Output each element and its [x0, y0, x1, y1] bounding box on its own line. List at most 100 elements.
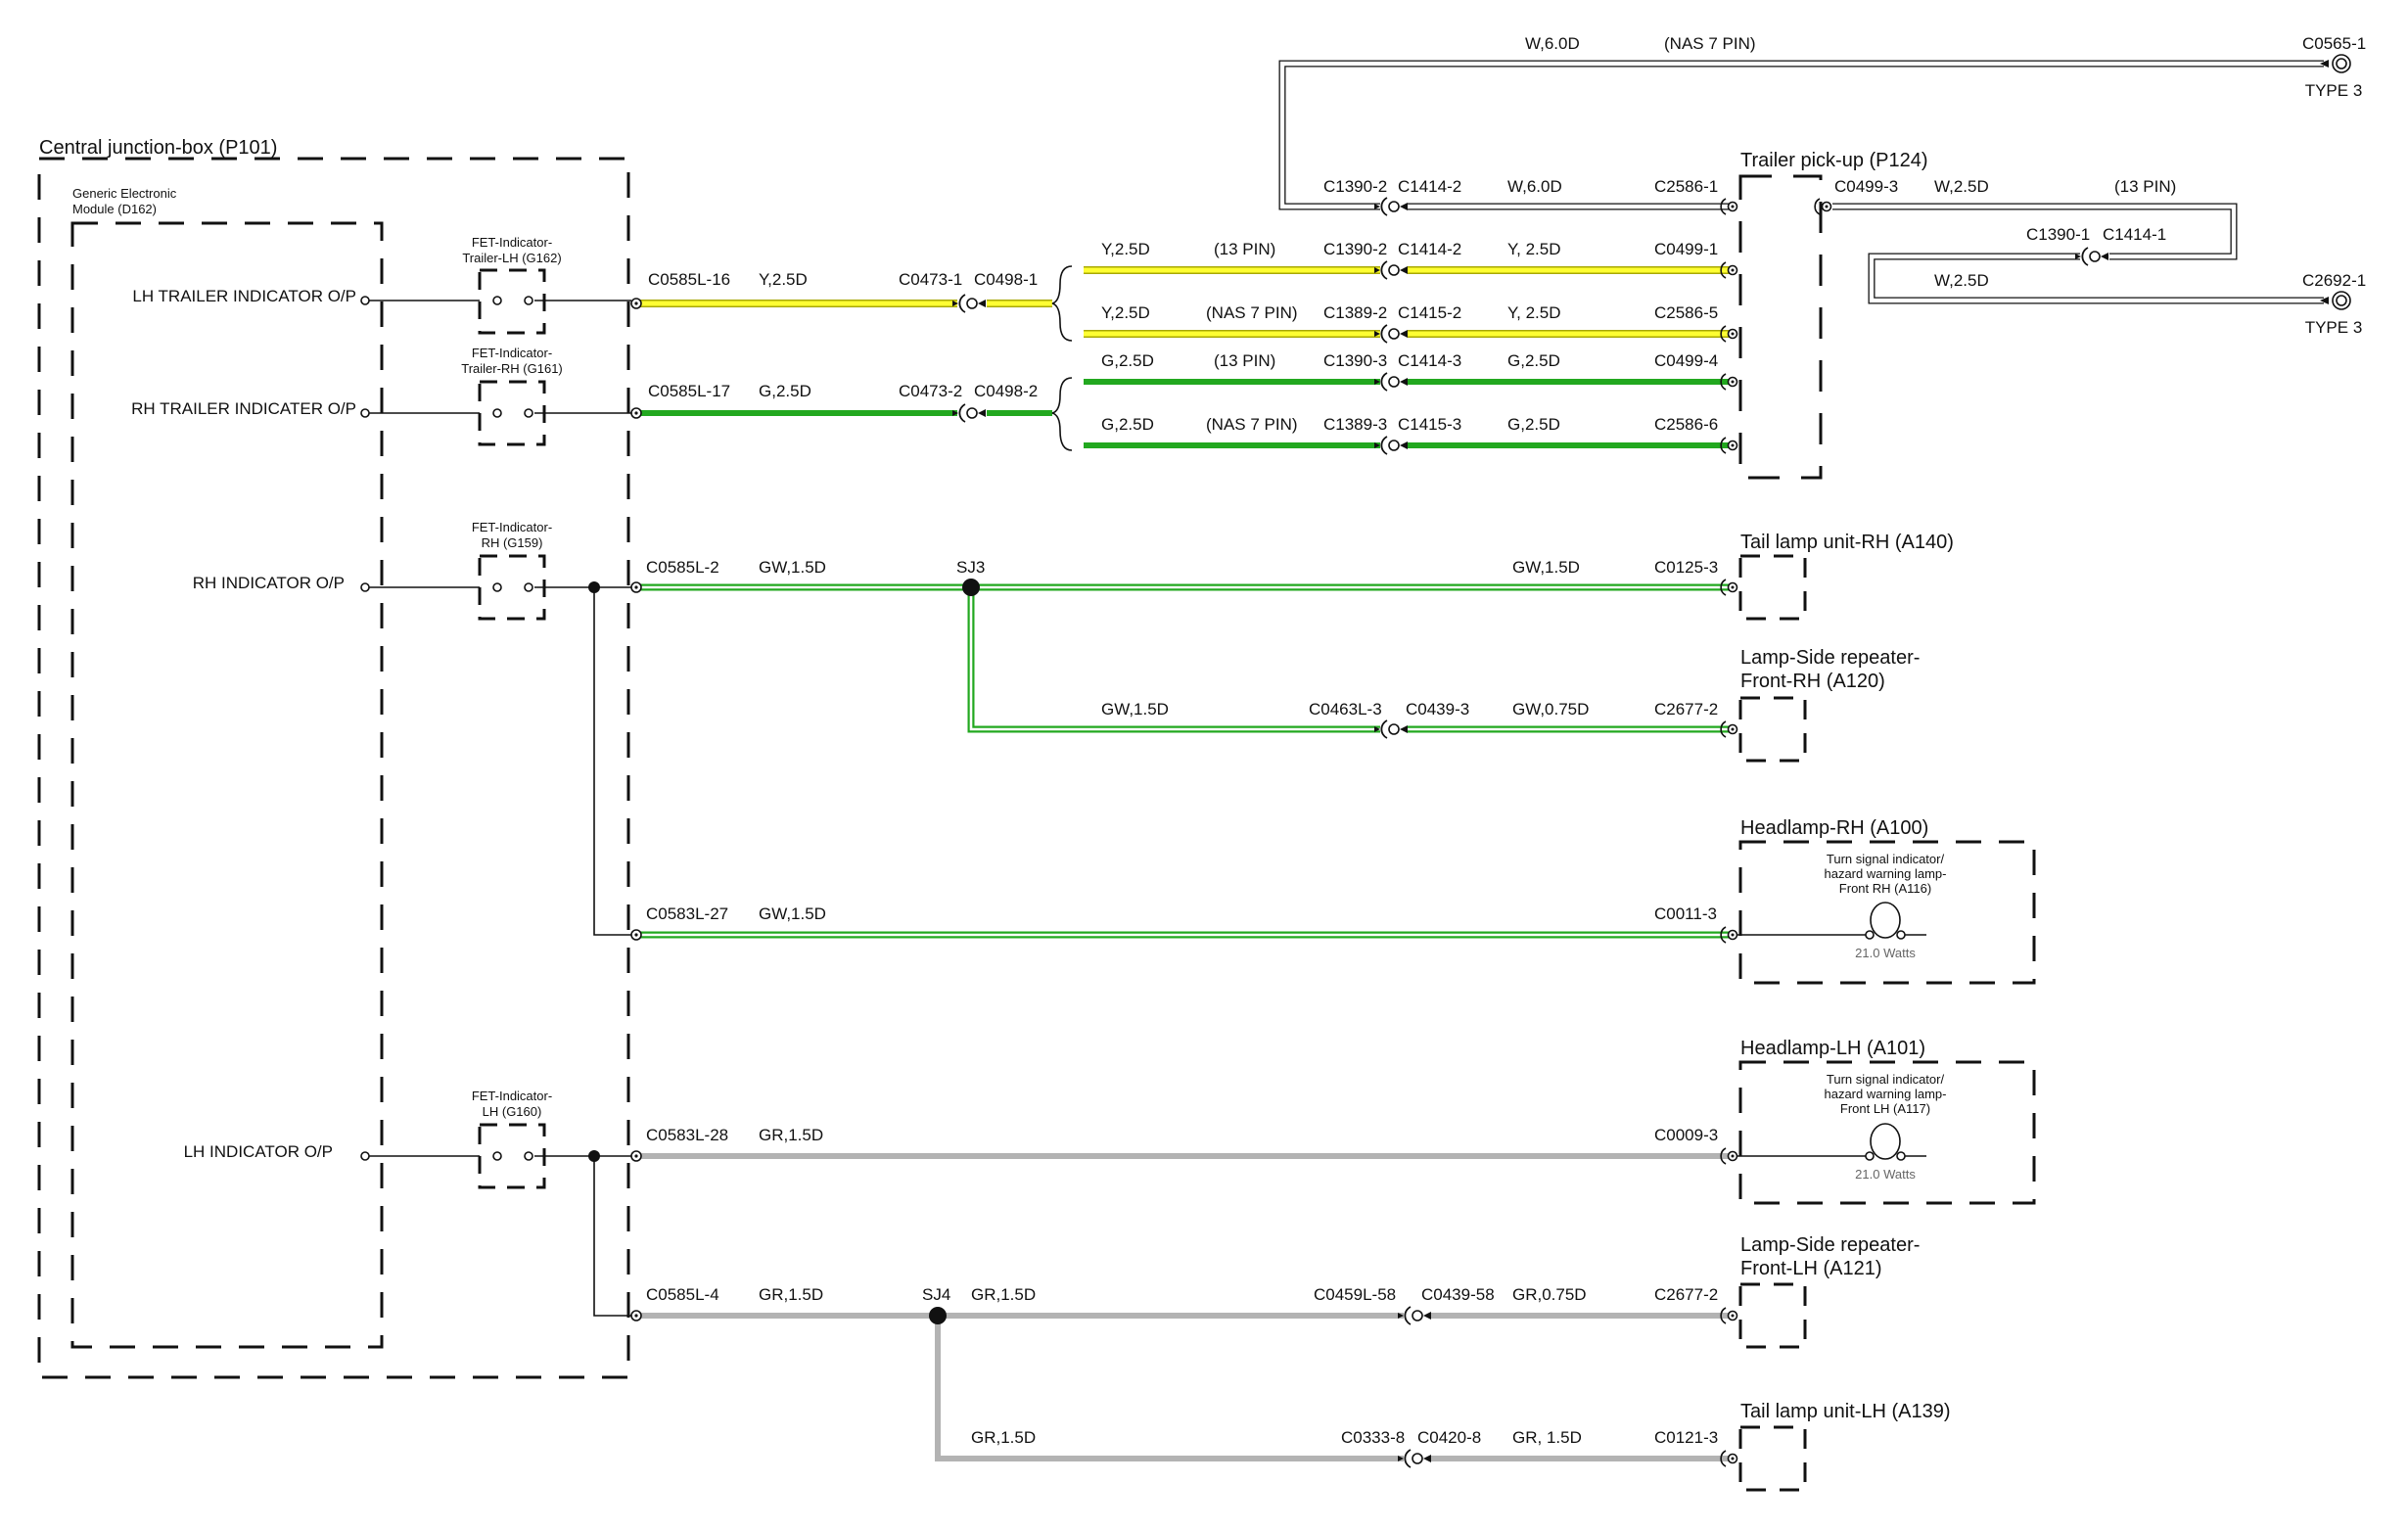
wire-label-gr15d-2: GR,1.5D	[759, 1285, 823, 1304]
wire-label-gr15d-5: GR, 1.5D	[1512, 1428, 1582, 1447]
conn-c1390-3: C1390-3	[1323, 351, 1387, 370]
tail-lamp-lh-title: Tail lamp unit-LH (A139)	[1740, 1401, 1951, 1422]
wire-label-gr15d-4: GR,1.5D	[971, 1428, 1036, 1447]
component-connector-icon	[1720, 1147, 1738, 1165]
conn-c0565-1: C0565-1	[2302, 34, 2366, 53]
conn-c0125-3: C0125-3	[1654, 558, 1718, 577]
wires	[365, 60, 2324, 1461]
conn-c1414-2a: C1414-2	[1398, 240, 1461, 258]
conn-c1390-2a: C1390-2	[1323, 240, 1387, 258]
wire-label-gw15d-3: GW,1.5D	[1101, 700, 1169, 719]
conn-c0459l-58: C0459L-58	[1314, 1285, 1396, 1304]
conn-c0499-4: C0499-4	[1654, 351, 1718, 370]
conn-c0420-8: C0420-8	[1417, 1428, 1481, 1447]
conn-c2586-5: C2586-5	[1654, 303, 1718, 322]
conn-c0583l28: C0583L-28	[646, 1126, 728, 1144]
generic-electronic-module-box	[70, 221, 384, 1349]
inline-connector-icon	[1374, 372, 1408, 392]
wire-label-gw15d-4: GW,1.5D	[759, 904, 826, 923]
conn-c1390-2b: C1390-2	[1323, 177, 1387, 196]
a117-line1: Turn signal indicator/	[1827, 1072, 1945, 1087]
inline-connector-icon	[1398, 1306, 1431, 1325]
a116-watts: 21.0 Watts	[1855, 946, 1916, 960]
side-repeater-lh-box	[1738, 1282, 1807, 1349]
splice-sj4-label: SJ4	[922, 1285, 950, 1304]
conn-c0439-58: C0439-58	[1421, 1285, 1495, 1304]
conn-c1414-3: C1414-3	[1398, 351, 1461, 370]
gem-title-line2: Module (D162)	[72, 202, 157, 216]
component-connector-icon	[1720, 373, 1738, 391]
conn-c1415-2: C1415-2	[1398, 303, 1461, 322]
labels: Central junction-box (P101) Generic Elec…	[39, 34, 2366, 1447]
conn-c1414-1: C1414-1	[2103, 225, 2166, 244]
pin13-label-1: (13 PIN)	[1214, 240, 1275, 258]
a117-watts: 21.0 Watts	[1855, 1167, 1916, 1182]
gem-title-line1: Generic Electronic	[72, 186, 177, 201]
fet-g162-label-2: Trailer-LH (G162)	[462, 251, 561, 265]
output-rh-trailer: RH TRAILER INDICATER O/P	[131, 399, 356, 418]
inline-connector-icon	[1374, 197, 1408, 216]
nas7-label-2: (NAS 7 PIN)	[1206, 415, 1298, 434]
fet-g160-label-2: LH (G160)	[483, 1104, 542, 1119]
fet-box-g159	[478, 554, 546, 621]
output-lh-trailer: LH TRAILER INDICATOR O/P	[132, 287, 356, 305]
wire-internal-rh-branch	[593, 587, 631, 936]
conn-c0473-1: C0473-1	[899, 270, 962, 289]
wire-label-w25d-2: W,2.5D	[1934, 271, 1989, 290]
wire-label-gr075d: GR,0.75D	[1512, 1285, 1587, 1304]
type3-c2692: TYPE 3	[2305, 318, 2363, 337]
conn-c0585l16: C0585L-16	[648, 270, 730, 289]
connector-symbols	[630, 54, 2351, 1468]
wire-label-w60d-2: W,6.0D	[1507, 177, 1562, 196]
headlamp-lh-title: Headlamp-LH (A101)	[1740, 1038, 1925, 1059]
wire-label-g25d-2: G,2.5D	[1101, 351, 1154, 370]
side-repeater-rh-title-2: Front-RH (A120)	[1740, 671, 1885, 692]
component-connector-icon	[1720, 261, 1738, 279]
wire-label-g25d-3: G,2.5D	[1507, 351, 1560, 370]
tail-lamp-lh-box	[1738, 1425, 1807, 1492]
trailer-pickup-box	[1738, 174, 1823, 480]
fet-g161-label-1: FET-Indicator-	[472, 346, 552, 360]
side-repeater-lh-title-2: Front-LH (A121)	[1740, 1258, 1882, 1279]
conn-c0009-3: C0009-3	[1654, 1126, 1718, 1144]
inline-connector-icon	[1398, 1449, 1431, 1468]
source-pin-icon	[630, 1150, 642, 1162]
side-repeater-rh-title-1: Lamp-Side repeater-	[1740, 647, 1920, 669]
component-connector-icon	[1720, 579, 1738, 596]
component-connector-icon	[1720, 198, 1738, 215]
inline-connector-icon	[1374, 436, 1408, 455]
lamp-a117-icon	[1865, 1123, 1906, 1161]
headlamp-rh-title: Headlamp-RH (A100)	[1740, 817, 1928, 839]
a116-line3: Front RH (A116)	[1839, 881, 1931, 896]
junction-lh	[588, 1150, 600, 1162]
source-pin-icon	[630, 407, 642, 419]
inline-connector-icon	[952, 294, 986, 313]
conn-c2586-1: C2586-1	[1654, 177, 1718, 196]
wire-label-g25d-5: G,2.5D	[1507, 415, 1560, 434]
source-pin-icon	[630, 929, 642, 941]
component-connector-icon	[1720, 1307, 1738, 1324]
splice-sj3	[962, 579, 980, 596]
conn-c0498-1: C0498-1	[974, 270, 1038, 289]
wire-gw-sj3-branch	[969, 587, 1380, 731]
conn-c0585l4: C0585L-4	[646, 1285, 719, 1304]
source-pin-icon	[630, 581, 642, 593]
fet-g159-label-1: FET-Indicator-	[472, 520, 552, 534]
headlamp-rh-box	[1738, 840, 2036, 985]
inline-connector-icon	[2075, 247, 2108, 266]
conn-c2677-2-rh: C2677-2	[1654, 700, 1718, 719]
wire-label-gr15d-3: GR,1.5D	[971, 1285, 1036, 1304]
a116-line2: hazard warning lamp-	[1824, 866, 1946, 881]
wire-label-gr15d-1: GR,1.5D	[759, 1126, 823, 1144]
conn-c0585l2: C0585L-2	[646, 558, 719, 577]
fet-g159-label-2: RH (G159)	[482, 535, 543, 550]
side-repeater-rh-box	[1738, 696, 1807, 763]
component-connector-icon	[1814, 198, 1832, 215]
fet-g160-label-1: FET-Indicator-	[472, 1089, 552, 1103]
headlamp-lh-box	[1738, 1060, 2036, 1205]
component-connector-icon	[1720, 720, 1738, 738]
wire-label-w60d-1: W,6.0D	[1525, 34, 1580, 53]
wire-label-y25d-4: Y,2.5D	[1101, 303, 1150, 322]
wire-gr-sj4-branch	[935, 1316, 1404, 1461]
